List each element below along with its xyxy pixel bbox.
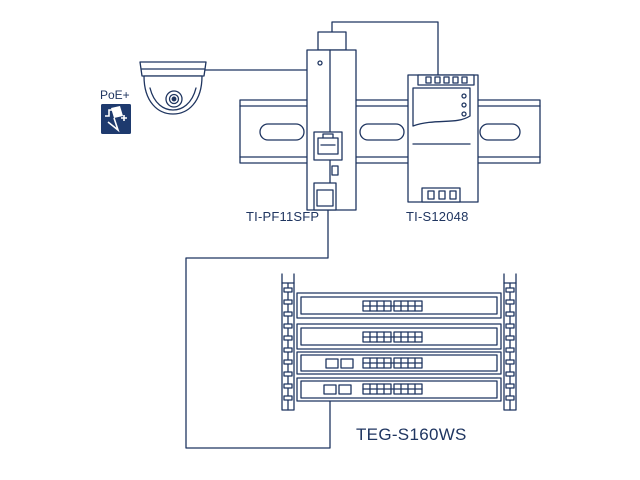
equipment-rack — [281, 273, 517, 411]
converter-to-psu-cable — [331, 21, 439, 76]
rail-slot — [479, 123, 521, 141]
switch-unit — [296, 323, 502, 350]
switch-unit — [296, 351, 502, 375]
rail-slot — [259, 123, 305, 141]
media-converter — [306, 31, 357, 211]
media-converter-label: TI-PF11SFP — [246, 209, 320, 224]
switch-label: TEG-S160WS — [356, 425, 467, 444]
din-rail — [239, 99, 541, 164]
power-supply-label: TI-S12048 — [406, 209, 469, 224]
converter-to-switch-cable — [185, 209, 331, 449]
dip-switch — [331, 165, 339, 176]
dome-camera-icon — [139, 61, 207, 115]
rail-slot — [359, 123, 405, 141]
poe-label: PoE+ — [100, 88, 130, 102]
switch-unit — [296, 292, 502, 319]
poe-plus-icon — [101, 104, 131, 134]
rack-switches — [296, 292, 502, 402]
switch-unit-teg-s160ws — [296, 377, 502, 402]
power-supply — [407, 74, 479, 203]
